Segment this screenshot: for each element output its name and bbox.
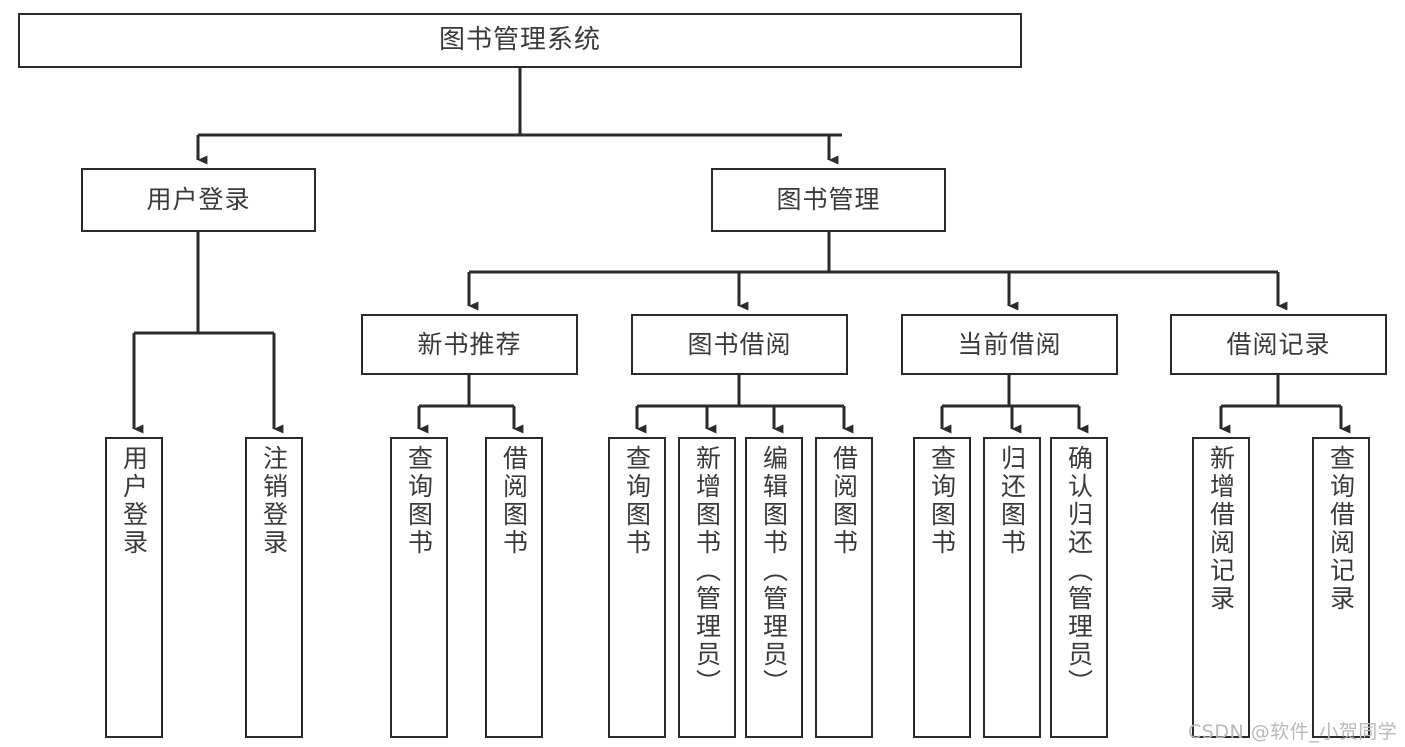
leaf-confirm-return-admin-label: 确认归还（管理员）	[1064, 445, 1094, 697]
leaf-borrow-book-newbook-label: 借阅图书	[499, 445, 529, 557]
node-user-login[interactable]: 用户登录	[81, 168, 316, 232]
node-new-book-recommend-label: 新书推荐	[417, 329, 522, 359]
leaf-query-book-newbook-label: 查询图书	[404, 445, 434, 557]
leaf-edit-book-admin-label: 编辑图书（管理员）	[759, 445, 789, 697]
node-root-label: 图书管理系统	[438, 25, 601, 56]
node-book-management[interactable]: 图书管理	[711, 168, 946, 232]
node-borrow-record[interactable]: 借阅记录	[1170, 314, 1387, 375]
node-current-borrow-label: 当前借阅	[957, 329, 1062, 359]
leaf-query-book-newbook[interactable]: 查询图书	[390, 437, 448, 738]
node-book-borrow[interactable]: 图书借阅	[631, 314, 848, 375]
node-root[interactable]: 图书管理系统	[18, 13, 1022, 68]
node-current-borrow[interactable]: 当前借阅	[901, 314, 1118, 375]
node-book-management-label: 图书管理	[776, 185, 881, 215]
leaf-borrow-book-label: 借阅图书	[829, 445, 859, 557]
leaf-add-book-admin-label: 新增图书（管理员）	[692, 445, 722, 697]
leaf-user-login[interactable]: 用户登录	[105, 437, 163, 738]
csdn-watermark: CSDN @软件_小贺同学	[1188, 721, 1398, 743]
leaf-query-book-current[interactable]: 查询图书	[913, 437, 971, 738]
leaf-query-borrow-record-label: 查询借阅记录	[1326, 445, 1356, 613]
leaf-return-book-label: 归还图书	[997, 445, 1027, 557]
node-borrow-record-label: 借阅记录	[1226, 329, 1331, 359]
leaf-confirm-return-admin[interactable]: 确认归还（管理员）	[1050, 437, 1108, 738]
leaf-query-book-borrow[interactable]: 查询图书	[608, 437, 666, 738]
leaf-return-book[interactable]: 归还图书	[983, 437, 1041, 738]
leaf-logout-label: 注销登录	[259, 445, 289, 557]
leaf-add-borrow-record[interactable]: 新增借阅记录	[1192, 437, 1250, 738]
leaf-borrow-book[interactable]: 借阅图书	[815, 437, 873, 738]
leaf-borrow-book-newbook[interactable]: 借阅图书	[485, 437, 543, 738]
leaf-query-book-current-label: 查询图书	[927, 445, 957, 557]
leaf-add-book-admin[interactable]: 新增图书（管理员）	[678, 437, 736, 738]
leaf-edit-book-admin[interactable]: 编辑图书（管理员）	[745, 437, 803, 738]
node-book-borrow-label: 图书借阅	[687, 329, 792, 359]
leaf-logout[interactable]: 注销登录	[245, 437, 303, 738]
node-user-login-label: 用户登录	[146, 185, 251, 215]
node-new-book-recommend[interactable]: 新书推荐	[361, 314, 578, 375]
leaf-add-borrow-record-label: 新增借阅记录	[1206, 445, 1236, 613]
leaf-query-borrow-record[interactable]: 查询借阅记录	[1312, 437, 1370, 738]
leaf-user-login-label: 用户登录	[119, 445, 149, 557]
leaf-query-book-borrow-label: 查询图书	[622, 445, 652, 557]
